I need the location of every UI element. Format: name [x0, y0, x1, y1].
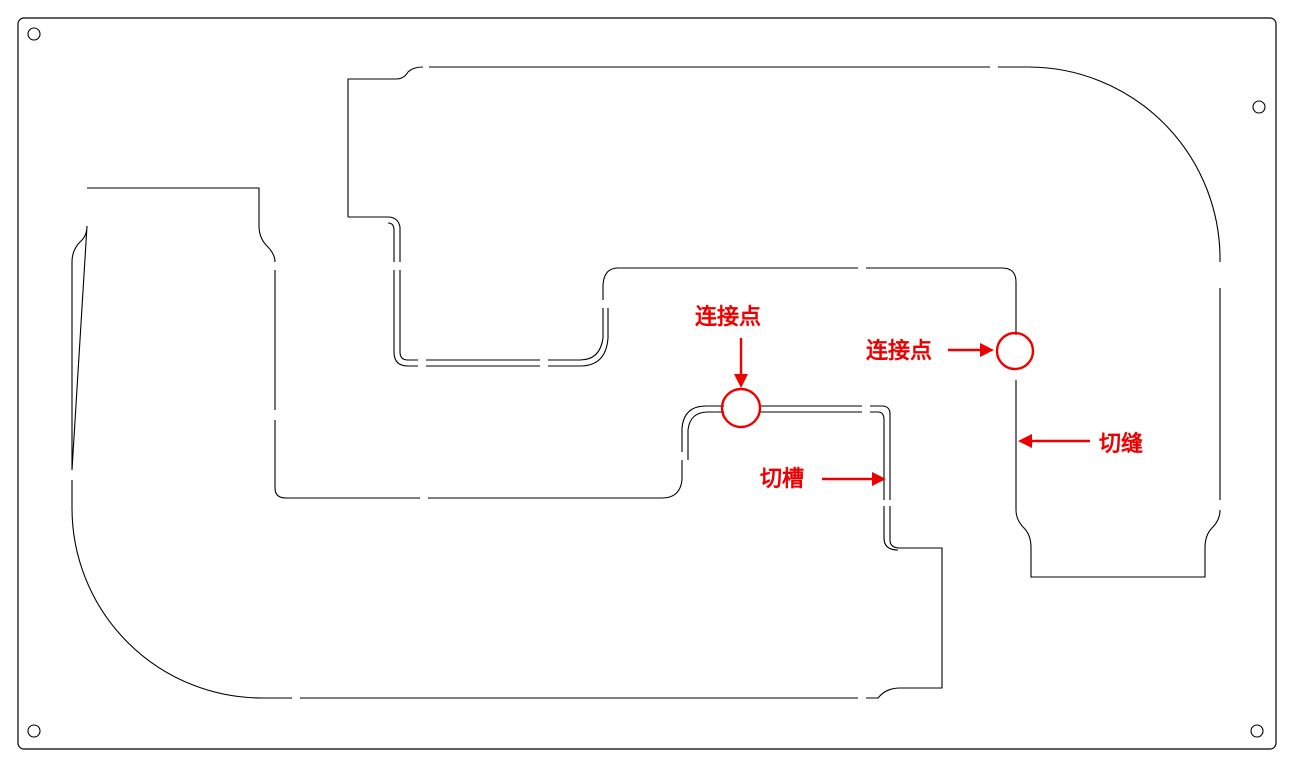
mounting-hole-top-left: [27, 27, 41, 41]
groove-label: 切槽: [760, 467, 804, 492]
sheet-border: [17, 17, 1277, 750]
connection-point-arrow-top-head: [734, 374, 748, 388]
upper-part-groove: [387, 222, 609, 367]
connection-point-label-right: 连接点: [866, 338, 932, 364]
kerf-label: 切缝: [1099, 431, 1143, 457]
connection-point-marker-right: [995, 331, 1035, 371]
mounting-hole-bottom-right: [1250, 724, 1264, 738]
mounting-hole-bottom-left: [27, 724, 41, 738]
groove-arrow-head: [872, 472, 886, 486]
lower-part-outline: [71, 187, 943, 699]
connection-point-marker-top: [720, 387, 762, 429]
mounting-hole-top-right: [1252, 100, 1266, 114]
upper-part-kerf-left: [348, 216, 1017, 361]
lower-part-groove: [687, 411, 899, 551]
connection-point-arrow-right-head: [980, 343, 994, 357]
kerf-arrow-head: [1018, 434, 1032, 448]
connection-point-label-top: 连接点: [695, 304, 761, 330]
upper-part-outline: [347, 66, 1221, 578]
